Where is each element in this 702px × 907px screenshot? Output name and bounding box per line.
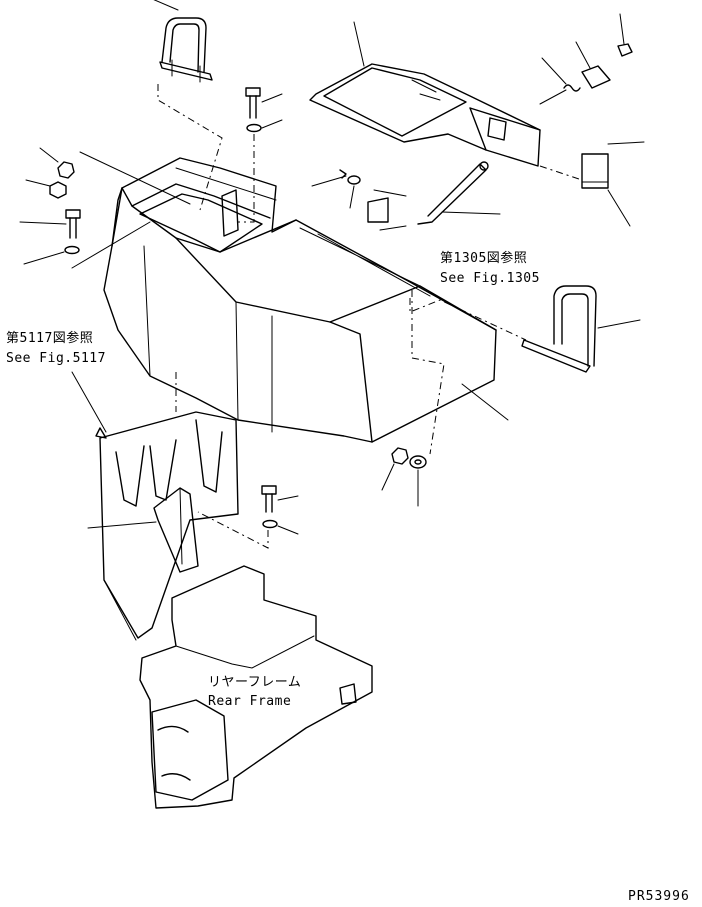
leader-handrail-left [153,0,179,11]
bolt-top [245,87,261,119]
hood-cover [103,157,497,443]
side-panel [99,411,239,641]
leader-fig5117 [71,371,107,433]
ref-fig5117-en: See Fig.5117 [6,351,106,366]
leader-lid [353,21,365,67]
washer-top [246,123,262,133]
nut-left-2 [49,181,67,199]
drawing-code: PR53996 [628,889,690,904]
support-bracket [153,487,199,573]
nut-left-1 [57,161,75,179]
handrail-left [159,17,213,83]
rear-frame-label-jp: リヤーフレーム [208,675,301,690]
washer-lower [262,519,278,529]
ref-fig5117-jp: 第5117図参照 [6,330,93,346]
rear-frame [139,565,373,809]
bolt-lower [261,485,277,513]
handrail-right [521,285,597,373]
washer-left [64,245,80,255]
ref-fig1305-jp: 第1305図参照 [440,250,527,266]
washer-right [409,455,427,469]
nut-right [391,447,409,465]
bolt-left [65,209,81,239]
bracket-plate [581,153,609,189]
latch [581,43,633,89]
access-lid [309,63,541,167]
spring-clip [563,84,581,92]
leader-hood [461,383,509,421]
stay-rod [417,161,489,225]
ref-fig1305-en: See Fig.1305 [440,271,540,286]
rear-frame-label-en: Rear Frame [208,694,291,709]
